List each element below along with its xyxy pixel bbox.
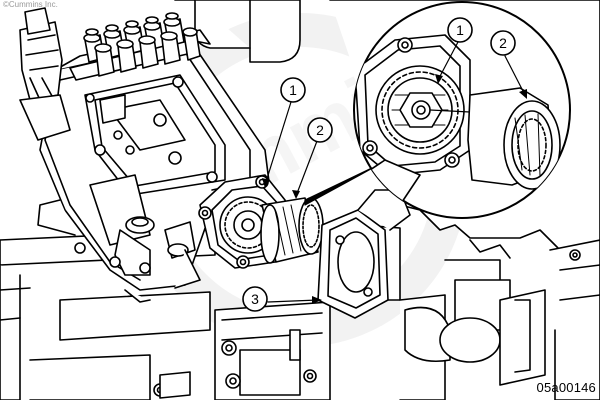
callout-leaders: [264, 101, 379, 303]
callout-balloon-main-2: [307, 117, 333, 143]
callout-balloon-zoom-1: [447, 17, 473, 43]
bolt-icon: [113, 130, 123, 140]
bolt-icon: [363, 287, 373, 297]
callout-balloon-main-3: [242, 286, 268, 312]
bolt-icon: [335, 235, 345, 245]
bolt-icon: [168, 151, 182, 165]
copyright-notice: ©Cummins Inc.: [3, 0, 58, 9]
bolt-icon: [139, 262, 151, 274]
callout-label-main-3: 3: [251, 291, 259, 307]
callout-label-zoom-1: 1: [456, 22, 464, 38]
bolt-icon: [74, 242, 86, 254]
callout-label-main-1: 1: [289, 82, 297, 98]
callout-balloon-zoom-2: [490, 30, 516, 56]
bolt-icon: [206, 171, 218, 183]
callout-label-main-2: 2: [316, 122, 324, 138]
zoom-splined-coupling: [467, 87, 561, 190]
figure-id: 05a00146: [536, 380, 596, 395]
bolt-icon: [94, 144, 106, 156]
callout-label-zoom-2: 2: [499, 35, 507, 51]
zoom-drive-gear: [375, 65, 471, 155]
bolt-icon: [153, 113, 167, 127]
bolt-icon: [109, 256, 121, 268]
delivery-valve-row: [83, 12, 201, 77]
fuel-injection-pump: [19, 7, 296, 303]
callout-arrowheads: [262, 178, 322, 304]
callout-balloon-main-1: [280, 77, 306, 103]
bolt-icon: [172, 76, 184, 88]
splined-coupling: [260, 197, 324, 264]
gear-housing-adapter: [317, 189, 411, 319]
bolt-icon: [125, 145, 135, 155]
bolt-icon: [85, 93, 95, 103]
